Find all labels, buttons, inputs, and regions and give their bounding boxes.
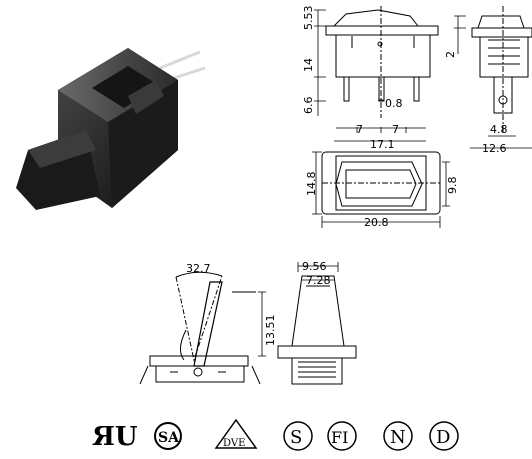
dim-top-view-height: 14.8 — [305, 172, 318, 197]
nemko-mark-label: N — [390, 427, 406, 448]
csa-mark-icon: SA — [154, 422, 182, 450]
dim-toggle-top-inner: 7.28 — [306, 274, 331, 287]
dim-base-width: 17.1 — [370, 138, 395, 151]
dim-toggle-angle: 32.7 — [186, 262, 211, 275]
demko-mark-label: D — [436, 427, 450, 448]
dim-pitch-left: 7 — [356, 123, 363, 136]
top-view-drawing — [321, 151, 441, 215]
semko-mark-icon: S — [283, 421, 313, 451]
dim-top-height: 5.53 — [302, 6, 315, 31]
ur-mark-icon: ЯU — [92, 422, 138, 452]
front-view-drawing — [325, 6, 439, 118]
certification-marks: ЯU SA DVE S FI N D — [92, 418, 459, 452]
dim-overall-width: 12.6 — [482, 142, 507, 155]
dim-top-view-width: 20.8 — [364, 216, 389, 229]
dim-toggle-height: 13.51 — [264, 315, 277, 347]
dim-pitch-right: 7 — [392, 123, 399, 136]
fimko-mark-label: FI — [331, 428, 348, 447]
rocker-switch-photo — [16, 48, 206, 210]
dim-terminal-length: 6.6 — [302, 97, 315, 115]
dim-body-height: 14 — [302, 58, 315, 72]
top-view-dimensions — [312, 151, 450, 228]
fimko-mark-icon: FI — [327, 421, 357, 451]
dim-terminal-width: 4.8 — [490, 123, 508, 136]
dim-toggle-top-outer: 9.56 — [302, 260, 327, 273]
dim-top-offset: 2 — [444, 51, 457, 58]
semko-mark-label: S — [290, 427, 302, 448]
nemko-mark-icon: N — [383, 421, 413, 451]
toggle-side-view-dimensions — [297, 262, 339, 281]
toggle-front-view-dimensions — [258, 291, 266, 357]
side-view-drawing — [471, 6, 532, 132]
toggle-side-view-drawing — [277, 275, 357, 385]
vde-mark-icon: DVE — [214, 418, 258, 449]
dim-terminal-gap: 0.8 — [385, 97, 403, 110]
dim-top-view-inner-height: 9.8 — [446, 177, 459, 195]
csa-mark-label: SA — [158, 430, 180, 446]
toggle-front-view-drawing — [139, 271, 261, 385]
ur-mark-label: ЯU — [92, 422, 138, 452]
demko-mark-icon: D — [429, 421, 459, 451]
front-view-dimensions — [314, 9, 426, 142]
vde-mark-label: DVE — [223, 438, 245, 449]
side-view-dimensions — [454, 15, 532, 149]
